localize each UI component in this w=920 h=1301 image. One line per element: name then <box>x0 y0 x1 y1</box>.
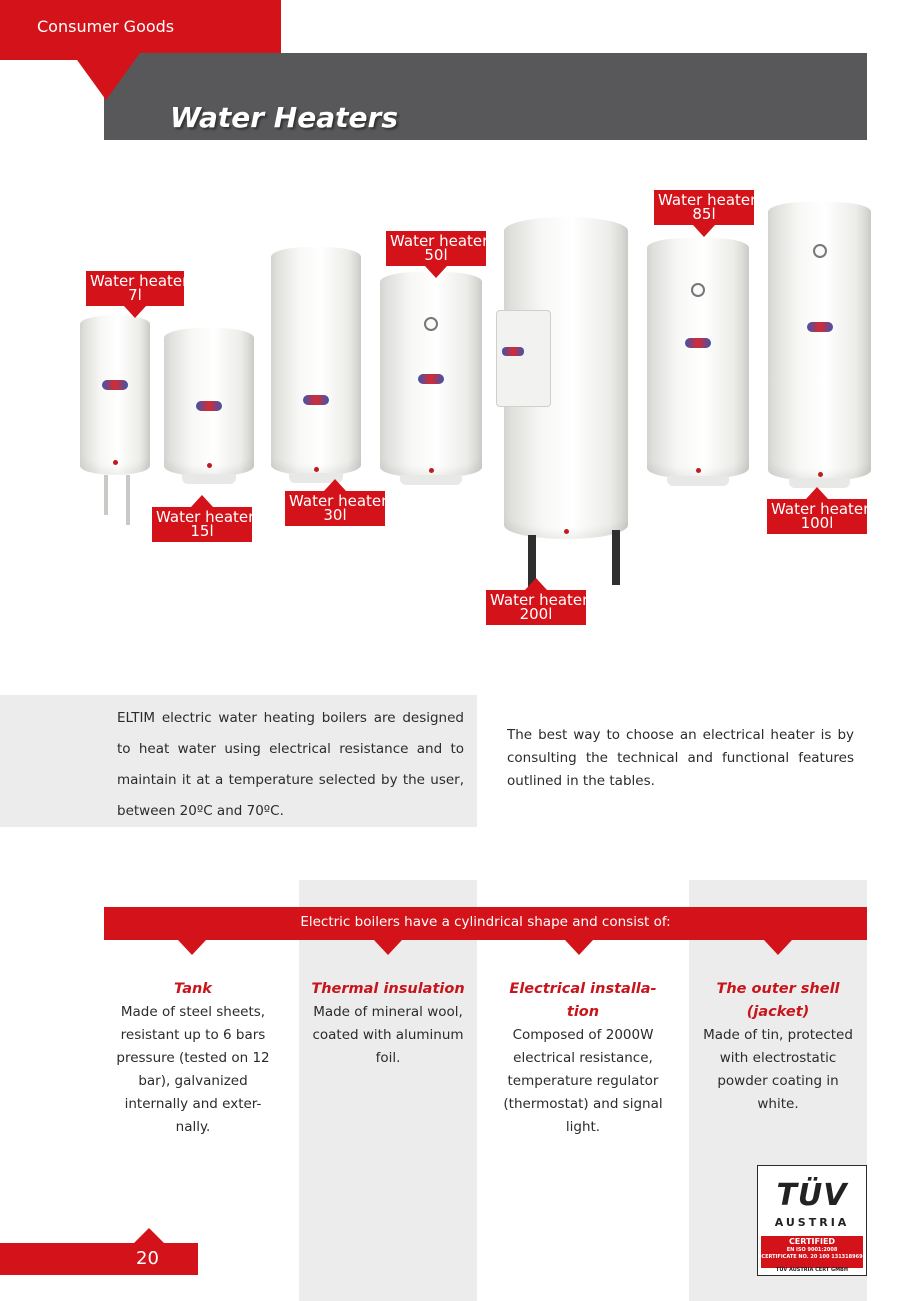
heater-200l-control-box <box>496 310 551 407</box>
product-tag-name: Water heater <box>658 191 757 209</box>
column-arrow <box>764 940 792 955</box>
product-tag-15l: Water heater 15l <box>152 495 255 542</box>
product-tag-name: Water heater <box>771 500 870 518</box>
heater-7l-pipe <box>104 475 108 515</box>
component-title: The outer shell (jacket) <box>716 981 840 1020</box>
heater-30l-image <box>271 247 361 483</box>
category-tab <box>0 0 281 60</box>
page-number: 20 <box>136 1248 159 1269</box>
component-electrical-installation: Electrical installa-tion Composed of 200… <box>500 978 666 1139</box>
tuv-certified-label: CERTIFIED <box>788 1237 836 1246</box>
component-title: Thermal insulation <box>311 981 465 997</box>
product-tag-name: Water heater <box>289 492 388 510</box>
heater-85l-image <box>647 238 749 486</box>
component-title: Electrical installa-tion <box>509 981 657 1020</box>
heater-15l-image <box>164 328 254 484</box>
product-tag-30l: Water heater 30l <box>285 479 388 526</box>
heater-100l-image <box>768 202 871 488</box>
product-tag-100l: Water heater 100l <box>767 487 870 534</box>
tuv-issuer: TÜV AUSTRIA CERT GMBH <box>775 1267 849 1273</box>
product-tag-50l: Water heater 50l <box>386 231 489 278</box>
tuv-standard: EN ISO 9001:2008 <box>786 1247 838 1253</box>
product-lineup: Water heater 7l Water heater 15l Water h… <box>0 150 920 660</box>
product-tag-capacity: 30l <box>323 506 347 524</box>
product-tag-capacity: 50l <box>424 246 448 264</box>
component-title: Tank <box>174 981 212 997</box>
product-tag-capacity: 100l <box>800 514 834 532</box>
product-tag-name: Water heater <box>90 272 189 290</box>
column-arrow <box>178 940 206 955</box>
intro-text-right: The best way to choose an electrical hea… <box>507 727 854 789</box>
components-heading: Electric boilers have a cylindrical shap… <box>300 914 671 930</box>
page-number-arrow <box>134 1228 164 1243</box>
heater-200l-logo <box>502 347 524 356</box>
intro-text-left: ELTIM electric water heating boilers are… <box>117 710 464 819</box>
page-number-tab <box>0 1243 198 1275</box>
column-arrow <box>565 940 593 955</box>
page-title: Water Heaters <box>170 101 398 134</box>
product-tag-7l: Water heater 7l <box>86 271 189 318</box>
product-tag-85l: Water heater 85l <box>654 190 757 237</box>
product-tag-name: Water heater <box>390 232 489 250</box>
tuv-certified-box: CERTIFIED EN ISO 9001:2008 CERTIFICATE N… <box>761 1236 863 1268</box>
component-description: Made of steel sheets, resistant up to 6 … <box>116 1004 270 1135</box>
component-tank: Tank Made of steel sheets, resistant up … <box>110 978 276 1139</box>
title-bar <box>104 53 867 140</box>
category-label: Consumer Goods <box>37 17 175 36</box>
product-tag-name: Water heater <box>490 591 589 609</box>
title-arrow-decoration <box>72 53 140 100</box>
heater-7l-pipe <box>126 475 130 525</box>
component-description: Made of mineral wool, coated with alumin… <box>312 1004 464 1066</box>
product-tag-capacity: 15l <box>190 522 214 540</box>
product-tag-capacity: 7l <box>128 286 142 304</box>
tuv-logo: TÜV <box>776 1178 848 1213</box>
product-tag-capacity: 200l <box>519 605 553 623</box>
tuv-certificate-number: CERTIFICATE NO. 20 100 131318969 <box>761 1254 863 1260</box>
product-tag-name: Water heater <box>156 508 255 526</box>
product-tag-200l: Water heater 200l <box>486 578 589 625</box>
component-description: Composed of 2000W electrical resistance,… <box>503 1027 663 1135</box>
tuv-country: AUSTRIA <box>774 1216 850 1229</box>
intro-panel <box>0 695 477 827</box>
heater-50l-image <box>380 272 482 485</box>
tuv-certification-badge: TÜV AUSTRIA CERTIFIED EN ISO 9001:2008 C… <box>757 1165 867 1276</box>
components-heading-bar: Electric boilers have a cylindrical shap… <box>104 907 867 940</box>
heater-7l-image <box>80 315 150 475</box>
column-arrow <box>374 940 402 955</box>
component-thermal-insulation: Thermal insulation Made of mineral wool,… <box>305 978 471 1070</box>
heater-200l-leg <box>612 530 620 585</box>
product-tag-capacity: 85l <box>692 205 716 223</box>
component-outer-shell: The outer shell (jacket) Made of tin, pr… <box>695 978 861 1116</box>
heater-200l-leg <box>528 535 536 590</box>
component-description: Made of tin, protected with electrostati… <box>703 1027 853 1112</box>
